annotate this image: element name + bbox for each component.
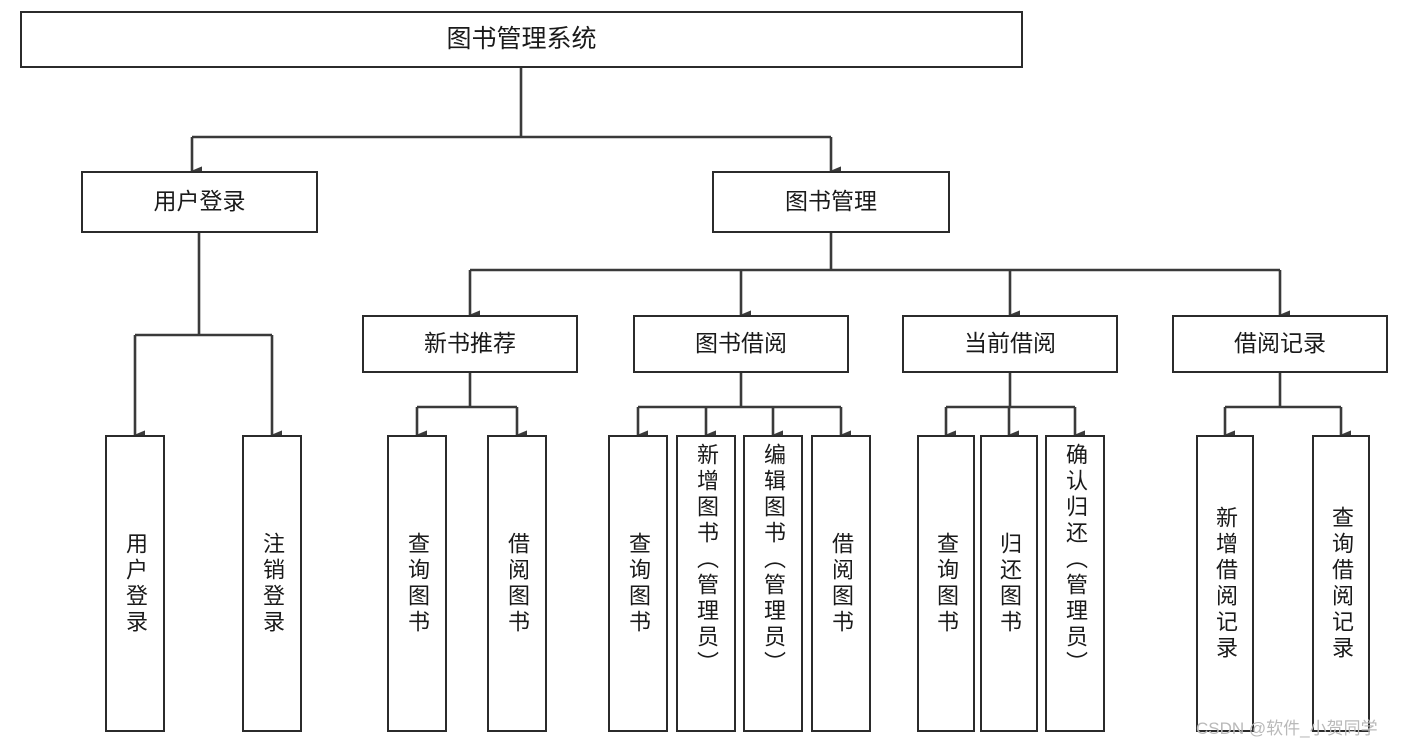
- node-leaf-user-login-label: 用户登录: [122, 531, 148, 636]
- node-leaf-add-record-label: 新增借阅记录: [1212, 505, 1238, 662]
- node-leaf-borrow-book-label: 借阅图书: [828, 531, 854, 636]
- node-leaf-borrow-book[interactable]: 借阅图书: [811, 435, 871, 732]
- node-leaf-logout-label: 注销登录: [259, 531, 285, 636]
- node-leaf-query-book-label: 查询图书: [625, 531, 651, 636]
- node-leaf-add-book-label: 新增图书（管理员）: [693, 443, 719, 677]
- node-book-borrow[interactable]: 图书借阅: [633, 315, 849, 373]
- node-leaf-add-book[interactable]: 新增图书（管理员）: [676, 435, 736, 732]
- node-new-book-rec[interactable]: 新书推荐: [362, 315, 578, 373]
- node-user-login[interactable]: 用户登录: [81, 171, 318, 233]
- node-new-book-rec-label: 新书推荐: [424, 330, 516, 357]
- node-current-borrow-label: 当前借阅: [964, 330, 1056, 357]
- node-leaf-query-book[interactable]: 查询图书: [608, 435, 668, 732]
- node-leaf-return-book[interactable]: 归还图书: [980, 435, 1038, 732]
- node-leaf-query-book-cur-label: 查询图书: [933, 531, 959, 636]
- node-current-borrow[interactable]: 当前借阅: [902, 315, 1118, 373]
- node-leaf-confirm-return[interactable]: 确认归还（管理员）: [1045, 435, 1105, 732]
- node-leaf-logout[interactable]: 注销登录: [242, 435, 302, 732]
- node-leaf-query-record[interactable]: 查询借阅记录: [1312, 435, 1370, 732]
- node-book-borrow-label: 图书借阅: [695, 330, 787, 357]
- node-borrow-record-label: 借阅记录: [1234, 330, 1326, 357]
- node-leaf-edit-book[interactable]: 编辑图书（管理员）: [743, 435, 803, 732]
- node-leaf-query-book-rec[interactable]: 查询图书: [387, 435, 447, 732]
- node-book-manage-label: 图书管理: [785, 188, 877, 215]
- node-leaf-user-login[interactable]: 用户登录: [105, 435, 165, 732]
- node-root-label: 图书管理系统: [446, 24, 597, 53]
- node-leaf-borrow-book-rec-label: 借阅图书: [504, 531, 530, 636]
- node-leaf-edit-book-label: 编辑图书（管理员）: [760, 443, 786, 677]
- node-leaf-confirm-return-label: 确认归还（管理员）: [1062, 443, 1088, 677]
- node-leaf-query-book-rec-label: 查询图书: [404, 531, 430, 636]
- node-user-login-label: 用户登录: [153, 188, 246, 215]
- node-leaf-query-record-label: 查询借阅记录: [1328, 505, 1354, 662]
- node-root[interactable]: 图书管理系统: [20, 11, 1023, 68]
- node-leaf-borrow-book-rec[interactable]: 借阅图书: [487, 435, 547, 732]
- node-leaf-return-book-label: 归还图书: [996, 531, 1022, 636]
- node-book-manage[interactable]: 图书管理: [712, 171, 950, 233]
- node-leaf-query-book-cur[interactable]: 查询图书: [917, 435, 975, 732]
- node-borrow-record[interactable]: 借阅记录: [1172, 315, 1388, 373]
- node-leaf-add-record[interactable]: 新增借阅记录: [1196, 435, 1254, 732]
